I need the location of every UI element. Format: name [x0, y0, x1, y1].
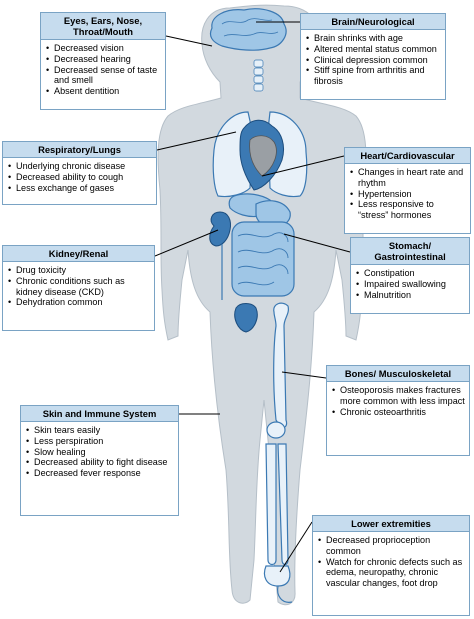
box-brain-item: Clinical depression common [306, 55, 441, 66]
box-heart-item: Hypertension [350, 189, 466, 200]
box-brain-neurological: Brain/Neurological Brain shrinks with ag… [300, 13, 446, 100]
box-bones-musculoskeletal: Bones/ Musculoskeletal Osteoporosis make… [326, 365, 470, 456]
box-lower-extremities: Lower extremities Decreased propriocepti… [312, 515, 470, 616]
box-respiratory-item: Underlying chronic disease [8, 161, 152, 172]
box-eyes-item: Absent dentition [46, 86, 161, 97]
box-skin-item: Slow healing [26, 447, 174, 458]
box-brain-item: Altered mental status common [306, 44, 441, 55]
box-kidney-item: Drug toxicity [8, 265, 150, 276]
box-heart-item: Less responsive to “stress” hormones [350, 199, 466, 221]
box-kidney-item: Dehydration common [8, 297, 150, 308]
box-stomach-item: Constipation [356, 268, 465, 279]
box-heart-cardiovascular: Heart/Cardiovascular Changes in heart ra… [344, 147, 471, 234]
box-eyes-item: Decreased sense of taste and smell [46, 65, 161, 87]
heart-icon [239, 119, 285, 191]
leg-bones-icon [263, 302, 293, 603]
box-lower-item: Decreased proprioception common [318, 535, 465, 557]
stomach-icon [228, 193, 291, 229]
box-brain-item: Stiff spine from arthritis and fibrosis [306, 65, 441, 87]
box-skin-item: Skin tears easily [26, 425, 174, 436]
box-skin-item: Less perspiration [26, 436, 174, 447]
box-eyes-ears-nose-throat: Eyes, Ears, Nose, Throat/Mouth Decreased… [40, 12, 166, 110]
box-bones-item: Osteoporosis makes fractures more common… [332, 385, 465, 407]
box-lower-item: Watch for chronic defects such as edema,… [318, 557, 465, 589]
box-kidney-renal: Kidney/Renal Drug toxicity Chronic condi… [2, 245, 155, 331]
box-stomach-title: Stomach/ Gastrointestinal [351, 238, 469, 265]
box-stomach-item: Impaired swallowing [356, 279, 465, 290]
box-eyes-item: Decreased vision [46, 43, 161, 54]
intestines-icon [231, 221, 295, 297]
leader-lines [154, 21, 351, 573]
bladder-icon [234, 303, 258, 333]
box-eyes-title: Eyes, Ears, Nose, Throat/Mouth [41, 13, 165, 40]
box-respiratory-title: Respiratory/Lungs [3, 142, 156, 158]
box-eyes-item: Decreased hearing [46, 54, 161, 65]
box-kidney-title: Kidney/Renal [3, 246, 154, 262]
box-skin-title: Skin and Immune System [21, 406, 178, 422]
kidney-icon [209, 211, 231, 300]
box-skin-item: Decreased fever response [26, 468, 174, 479]
box-skin-item: Decreased ability to fight disease [26, 457, 174, 468]
box-bones-item: Chronic osteoarthritis [332, 407, 465, 418]
box-skin-immune: Skin and Immune System Skin tears easily… [20, 405, 179, 516]
box-heart-title: Heart/Cardiovascular [345, 148, 470, 164]
box-bones-title: Bones/ Musculoskeletal [327, 366, 469, 382]
box-stomach-item: Malnutrition [356, 290, 465, 301]
box-stomach-gastrointestinal: Stomach/ Gastrointestinal Constipation I… [350, 237, 470, 314]
box-brain-title: Brain/Neurological [301, 14, 445, 30]
box-lower-title: Lower extremities [313, 516, 469, 532]
spine-icon [253, 59, 264, 92]
box-respiratory-lungs: Respiratory/Lungs Underlying chronic dis… [2, 141, 157, 205]
box-respiratory-item: Decreased ability to cough [8, 172, 152, 183]
box-brain-item: Brain shrinks with age [306, 33, 441, 44]
box-heart-item: Changes in heart rate and rhythm [350, 167, 466, 189]
box-respiratory-item: Less exchange of gases [8, 183, 152, 194]
brain-icon [209, 8, 287, 51]
box-kidney-item: Chronic conditions such as kidney diseas… [8, 276, 150, 298]
